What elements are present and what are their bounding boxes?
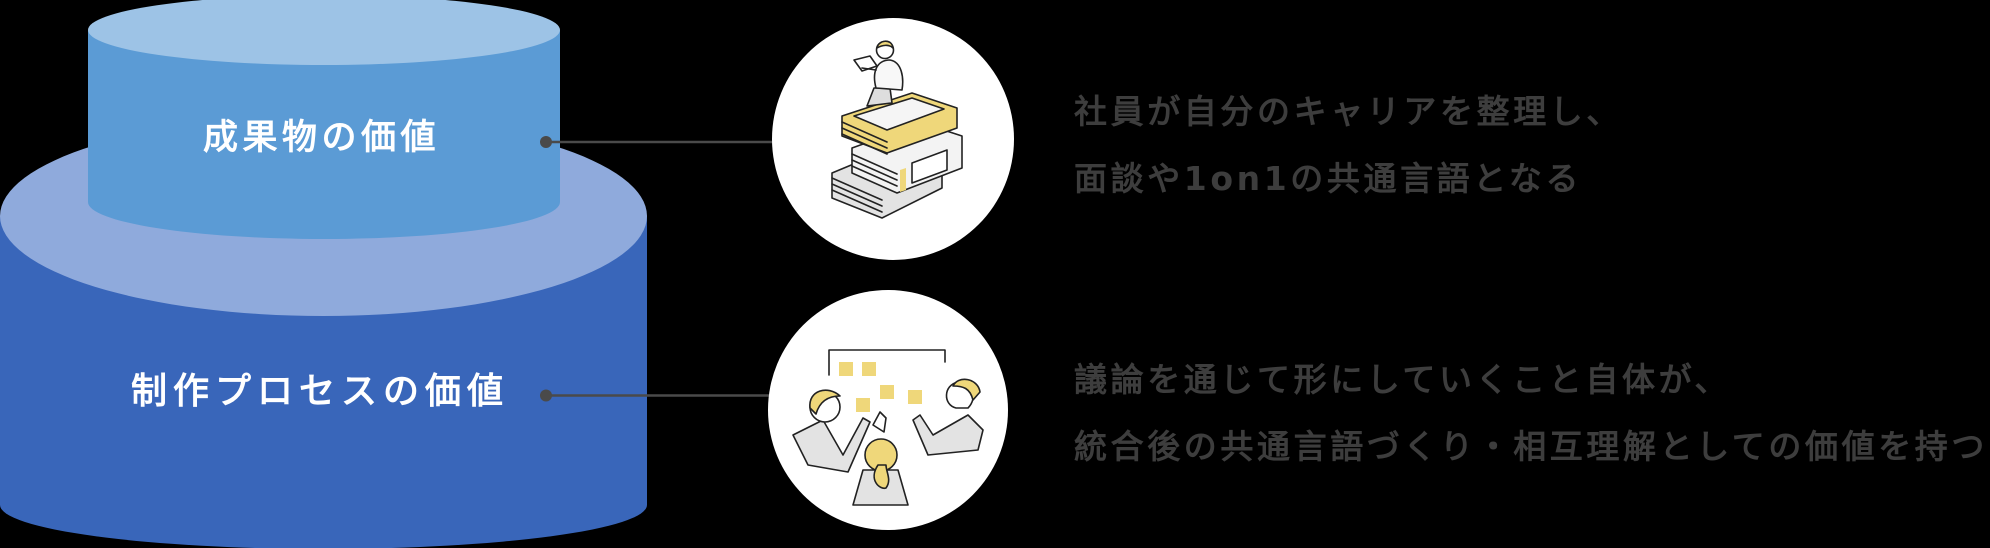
description-line: 統合後の共通言語づくり・相互理解としての価値を持つ: [1074, 427, 1989, 466]
deliverable-value-label: 成果物の価値: [203, 118, 441, 158]
person-reading-on-books-icon: [772, 18, 1014, 260]
team-sticky-notes-discussion-icon: [768, 290, 1008, 530]
process-value-description: 議論を通じて形にしていくこと自体が、 統合後の共通言語づくり・相互理解としての価…: [1074, 346, 1988, 480]
deliverable-value-description: 社員が自分のキャリアを整理し、 面談や1on1の共通言語となる: [1074, 78, 1623, 212]
connector-deliverable: [540, 136, 775, 148]
description-line: 議論を通じて形にしていくこと自体が、: [1074, 360, 1732, 399]
top-cylinder: [88, 0, 560, 239]
description-line: 社員が自分のキャリアを整理し、: [1074, 92, 1623, 131]
process-value-label: 制作プロセスの価値: [131, 371, 510, 412]
connector-process: [540, 389, 770, 402]
description-line: 面談や1on1の共通言語となる: [1074, 159, 1583, 198]
